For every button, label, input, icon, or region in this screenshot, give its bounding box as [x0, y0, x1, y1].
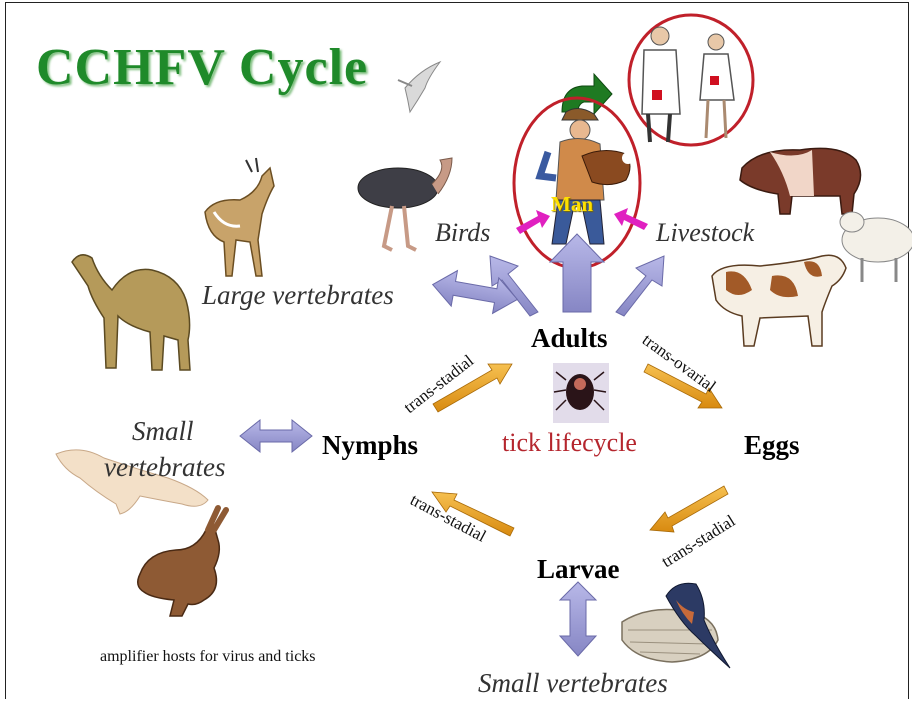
- arrow-adults-to-livestock: [616, 256, 664, 316]
- small-vertebrates-left-line1: Small: [132, 416, 194, 447]
- arrow-nymphs-small-vertebrates: [240, 420, 312, 452]
- amplifier-hosts-note: amplifier hosts for virus and ticks: [100, 648, 316, 666]
- stage-nymphs: Nymphs: [322, 430, 418, 461]
- farmer-with-calf-icon: [540, 108, 634, 244]
- seagull-icon: [398, 62, 440, 112]
- sheep-icon: [840, 212, 912, 282]
- stage-larvae: Larvae: [537, 554, 619, 585]
- man-label: Man: [551, 192, 593, 217]
- swallow-nest-icon: [622, 583, 730, 668]
- doctor-icon: [642, 27, 680, 142]
- livestock-label: Livestock: [656, 218, 754, 248]
- cow-icon: [712, 255, 846, 346]
- birds-label: Birds: [435, 218, 490, 248]
- arrow-larvae-small-vertebrates: [560, 582, 596, 656]
- small-vertebrates-left-line2: vertebrates: [104, 452, 225, 483]
- stage-adults: Adults: [531, 323, 608, 354]
- small-vertebrates-bottom-label: Small vertebrates: [478, 668, 668, 699]
- diagram-title: CCHFV Cycle: [36, 38, 368, 97]
- antelope-icon: [205, 158, 274, 276]
- camel-icon: [72, 255, 190, 370]
- tick-lifecycle-label: tick lifecycle: [502, 428, 637, 458]
- arrow-adults-to-man: [550, 234, 604, 312]
- stage-eggs: Eggs: [744, 430, 800, 461]
- large-vertebrates-label: Large vertebrates: [202, 280, 394, 311]
- nurse-icon: [700, 34, 734, 138]
- medical-staff-group: [629, 15, 753, 145]
- rabbit-icon: [138, 508, 226, 616]
- tick-image: [553, 363, 609, 423]
- pig-icon: [740, 148, 861, 214]
